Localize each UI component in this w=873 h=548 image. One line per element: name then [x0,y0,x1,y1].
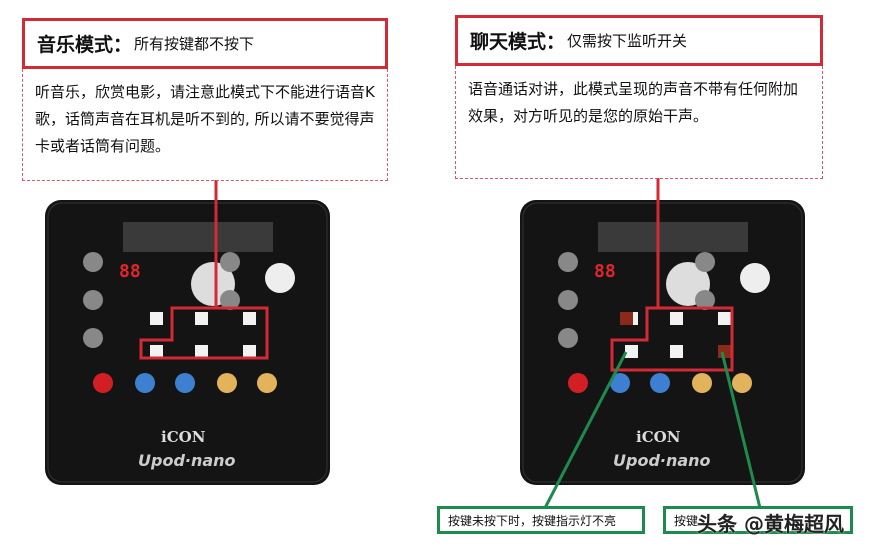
chat-mode-title: 聊天模式：仅需按下监听开关 [455,15,823,66]
display-right: 88 [594,261,616,282]
chat-mode-description: 语音通话对讲，此模式呈现的声音不带有任何附加效果，对方听见的是您的原始干声。 [455,66,823,179]
callout-button-off: 按键未按下时，按键指示灯不亮 [437,506,645,534]
watermark: 头条 @黄梅超风 [697,512,844,536]
device-left [44,199,331,486]
music-mode-description: 听音乐，欣赏电影，请注意此模式下不能进行语音K歌，话筒声音在耳机是听不到的, 所… [22,69,388,181]
model-left: Upod·nano [138,451,236,470]
brand-left: iCON [161,428,206,446]
music-mode-title: 音乐模式：所有按键都不按下 [22,18,388,69]
model-right: Upod·nano [613,451,711,470]
brand-right: iCON [636,428,681,446]
callout-button-on: 按键 [663,506,853,534]
display-left: 88 [119,261,141,282]
pointer-line-on [720,351,762,509]
pointer-line-off [543,351,628,509]
